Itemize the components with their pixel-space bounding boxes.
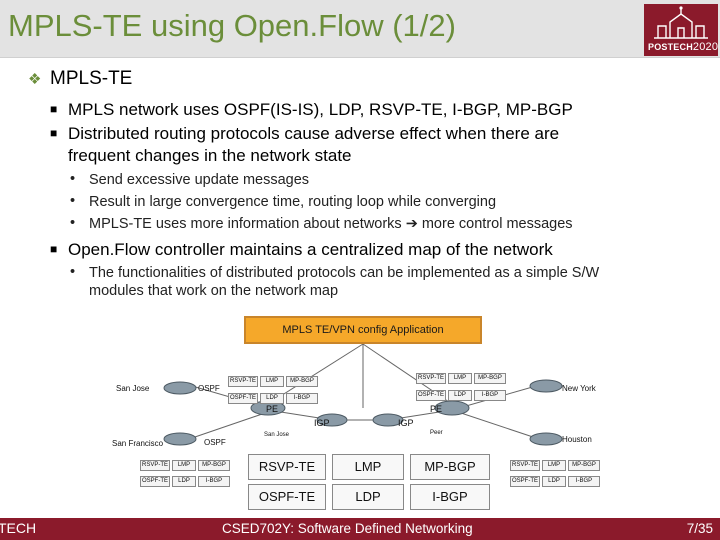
bullet-1: ■ MPLS network uses OSPF(IS-IS), LDP, RS…	[50, 99, 573, 121]
big-cell-ibgp: I-BGP	[410, 484, 490, 510]
cell-ibgp: I-BGP	[198, 476, 230, 487]
bullet-2: ■ Distributed routing protocols cause ad…	[50, 123, 559, 167]
footer-left-text: TECH	[0, 520, 37, 536]
postech-logo: POSTECH2020	[644, 4, 718, 56]
big-cell-lmp: LMP	[332, 454, 404, 480]
logo-name: POSTECH	[648, 42, 693, 52]
label-san-jose: San Jose	[116, 384, 150, 393]
slide-title: MPLS-TE using Open.Flow (1/2)	[8, 8, 456, 43]
sub-bullet-3: • MPLS-TE uses more information about ne…	[70, 215, 573, 233]
cell-mpbgp: MP-BGP	[198, 460, 230, 471]
square-bullet-icon: ■	[50, 126, 58, 140]
big-cell-rsvp: RSVP-TE	[248, 454, 326, 480]
cell-lmp: LMP	[448, 373, 472, 384]
cell-rsvp: RSVP-TE	[416, 373, 446, 384]
label-houston: Houston	[562, 435, 592, 444]
sub-bullet-1: • Send excessive update messages	[70, 171, 309, 189]
cell-mpbgp: MP-BGP	[474, 373, 506, 384]
sub-bullet-2-text: Result in large convergence time, routin…	[89, 194, 497, 210]
cell-ldp: LDP	[542, 476, 566, 487]
dot-bullet-icon: •	[70, 171, 76, 187]
cell-ibgp: I-BGP	[568, 476, 600, 487]
sub-bullet-2: • Result in large convergence time, rout…	[70, 193, 496, 211]
square-bullet-icon: ■	[50, 102, 58, 116]
cell-rsvp: RSVP-TE	[228, 376, 258, 387]
label-igp-right: IGP	[398, 418, 414, 428]
label-pe-right: PE	[430, 404, 443, 414]
big-cell-ldp: LDP	[332, 484, 404, 510]
cell-ospf: OSPF-TE	[140, 476, 170, 487]
sub-bullet-1-text: Send excessive update messages	[89, 172, 310, 188]
cell-ldp: LDP	[172, 476, 196, 487]
sub-bullet-4-text: The functionalities of distributed proto…	[89, 265, 600, 281]
network-links	[163, 343, 563, 446]
heading-bullet: ❖ MPLS-TE	[28, 68, 132, 90]
big-cell-ospf: OSPF-TE	[248, 484, 326, 510]
bullet-1-text: MPLS network uses OSPF(IS-IS), LDP, RSVP…	[68, 100, 573, 119]
big-cell-mpbgp: MP-BGP	[410, 454, 490, 480]
label-new-york: New York	[562, 384, 596, 393]
cell-lmp: LMP	[260, 376, 284, 387]
square-bullet-icon: ■	[50, 242, 58, 256]
cell-rsvp: RSVP-TE	[140, 460, 170, 471]
cell-mpbgp: MP-BGP	[568, 460, 600, 471]
sub-bullet-3-text-cont: more control messages	[421, 216, 573, 232]
cell-rsvp: RSVP-TE	[510, 460, 540, 471]
cell-ospf: OSPF-TE	[416, 390, 446, 401]
label-ospf-bottom: OSPF	[204, 438, 226, 447]
sub-bullet-3-text: MPLS-TE uses more information about netw…	[89, 216, 402, 232]
label-igp-left: IGP	[314, 418, 330, 428]
diamond-bullet-icon: ❖	[28, 71, 42, 88]
config-application-box: MPLS TE/VPN config Application	[244, 316, 482, 344]
dot-bullet-icon: •	[70, 215, 76, 231]
cell-ospf: OSPF-TE	[510, 476, 540, 487]
cell-mpbgp: MP-BGP	[286, 376, 318, 387]
bullet-2-text-cont: frequent changes in the network state	[68, 146, 352, 165]
sub-bullet-4: • The functionalities of distributed pro…	[70, 264, 599, 300]
label-san-francisco: San Francisco	[112, 439, 164, 448]
label-p-san-jose: San Jose	[264, 432, 290, 438]
dot-bullet-icon: •	[70, 193, 76, 209]
cell-ospf: OSPF-TE	[228, 393, 258, 404]
cell-ibgp: I-BGP	[286, 393, 318, 404]
label-p-right: Peer	[430, 430, 443, 436]
arrow-icon: ➔	[405, 216, 418, 232]
footer-course-title: CSED702Y: Software Defined Networking	[222, 521, 473, 536]
page-number: 7/35	[686, 521, 713, 536]
sub-bullet-4-text-cont: modules that work on the network map	[89, 283, 339, 299]
label-pe-left: PE	[266, 404, 279, 414]
label-ospf-top: OSPF	[198, 384, 220, 393]
bullet-3-text: Open.Flow controller maintains a central…	[68, 240, 553, 259]
footer-bar: TECH CSED702Y: Software Defined Networki…	[0, 518, 720, 540]
heading-text: MPLS-TE	[50, 68, 133, 89]
dot-bullet-icon: •	[70, 264, 76, 280]
logo-text: POSTECH2020	[648, 41, 718, 53]
title-bar: MPLS-TE using Open.Flow (1/2) POSTECH202…	[0, 0, 720, 58]
cell-ldp: LDP	[448, 390, 472, 401]
cell-lmp: LMP	[542, 460, 566, 471]
cell-ldp: LDP	[260, 393, 284, 404]
logo-year: 2020	[692, 41, 719, 53]
cell-ibgp: I-BGP	[474, 390, 506, 401]
cell-lmp: LMP	[172, 460, 196, 471]
building-icon	[654, 6, 708, 39]
bullet-2-text: Distributed routing protocols cause adve…	[68, 124, 560, 143]
network-diagram: MPLS TE/VPN config Application San Jose …	[100, 312, 620, 520]
bullet-3: ■ Open.Flow controller maintains a centr…	[50, 239, 553, 261]
